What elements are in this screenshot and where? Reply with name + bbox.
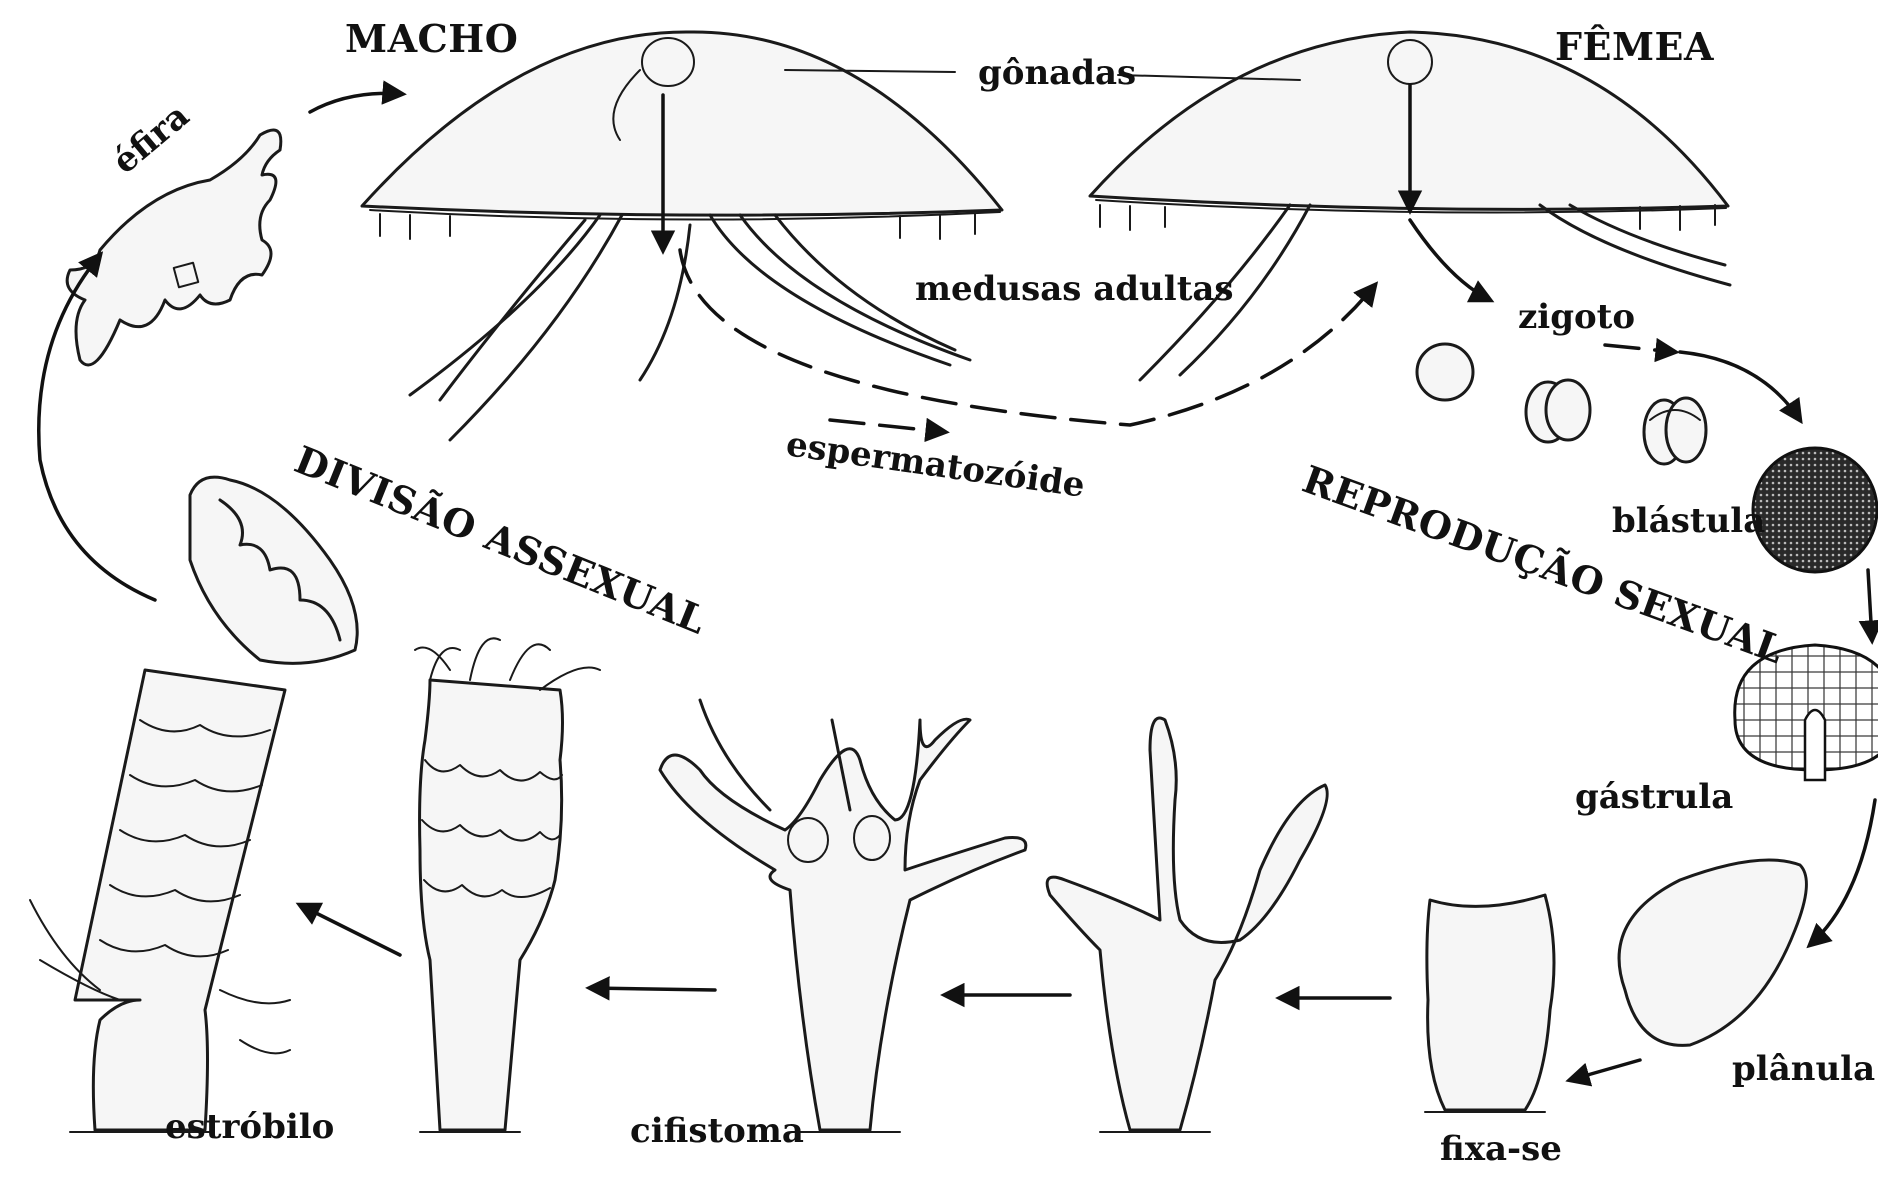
fixed-larva [1425, 895, 1554, 1112]
two-cell-stage [1526, 380, 1590, 442]
early-strobila [415, 638, 600, 1132]
zygote-arrow [1410, 220, 1490, 300]
male-medusa [362, 32, 1002, 440]
to-fixation-arrow [1570, 1060, 1640, 1080]
to-gastrula-arrow [1868, 570, 1872, 640]
label-gonadas: gônadas [978, 53, 1136, 93]
label-gastrula: gástrula [1575, 777, 1733, 817]
label-medusas-adultas: medusas adultas [915, 269, 1234, 309]
young-polyp [1047, 718, 1327, 1132]
to-strobila-arrow [300, 905, 400, 955]
label-macho: MACHO [345, 16, 518, 61]
scyphistoma [660, 700, 1026, 1132]
strobila [30, 670, 290, 1132]
four-cell-stage [1644, 398, 1706, 464]
label-blastula: blástula [1612, 501, 1765, 541]
label-estrobilo: estróbilo [165, 1107, 334, 1147]
label-zigoto: zigoto [1518, 297, 1635, 337]
sperm-arrow [830, 420, 945, 432]
label-espermatozoide: espermatozóide [784, 424, 1087, 505]
efira-larva [67, 130, 281, 365]
zygote-cell [1417, 344, 1473, 400]
blastula [1753, 448, 1877, 572]
planula [1619, 860, 1806, 1045]
label-planula: plânula [1732, 1049, 1875, 1089]
released-ephyra [190, 477, 357, 663]
label-cifistoma: cifistoma [630, 1111, 804, 1151]
label-reproducao-sexual: REPRODUÇÃO SEXUAL [1297, 456, 1790, 672]
label-fixa-se: fixa-se [1440, 1129, 1562, 1169]
label-femea: FÊMEA [1555, 24, 1714, 69]
label-efira: éfira [105, 96, 197, 182]
cleavage-arrow [1605, 345, 1675, 352]
scyphistoma-to-strobila-arrow [590, 988, 715, 990]
efira-to-male-arrow [310, 93, 402, 112]
to-planula-arrow [1810, 800, 1875, 945]
